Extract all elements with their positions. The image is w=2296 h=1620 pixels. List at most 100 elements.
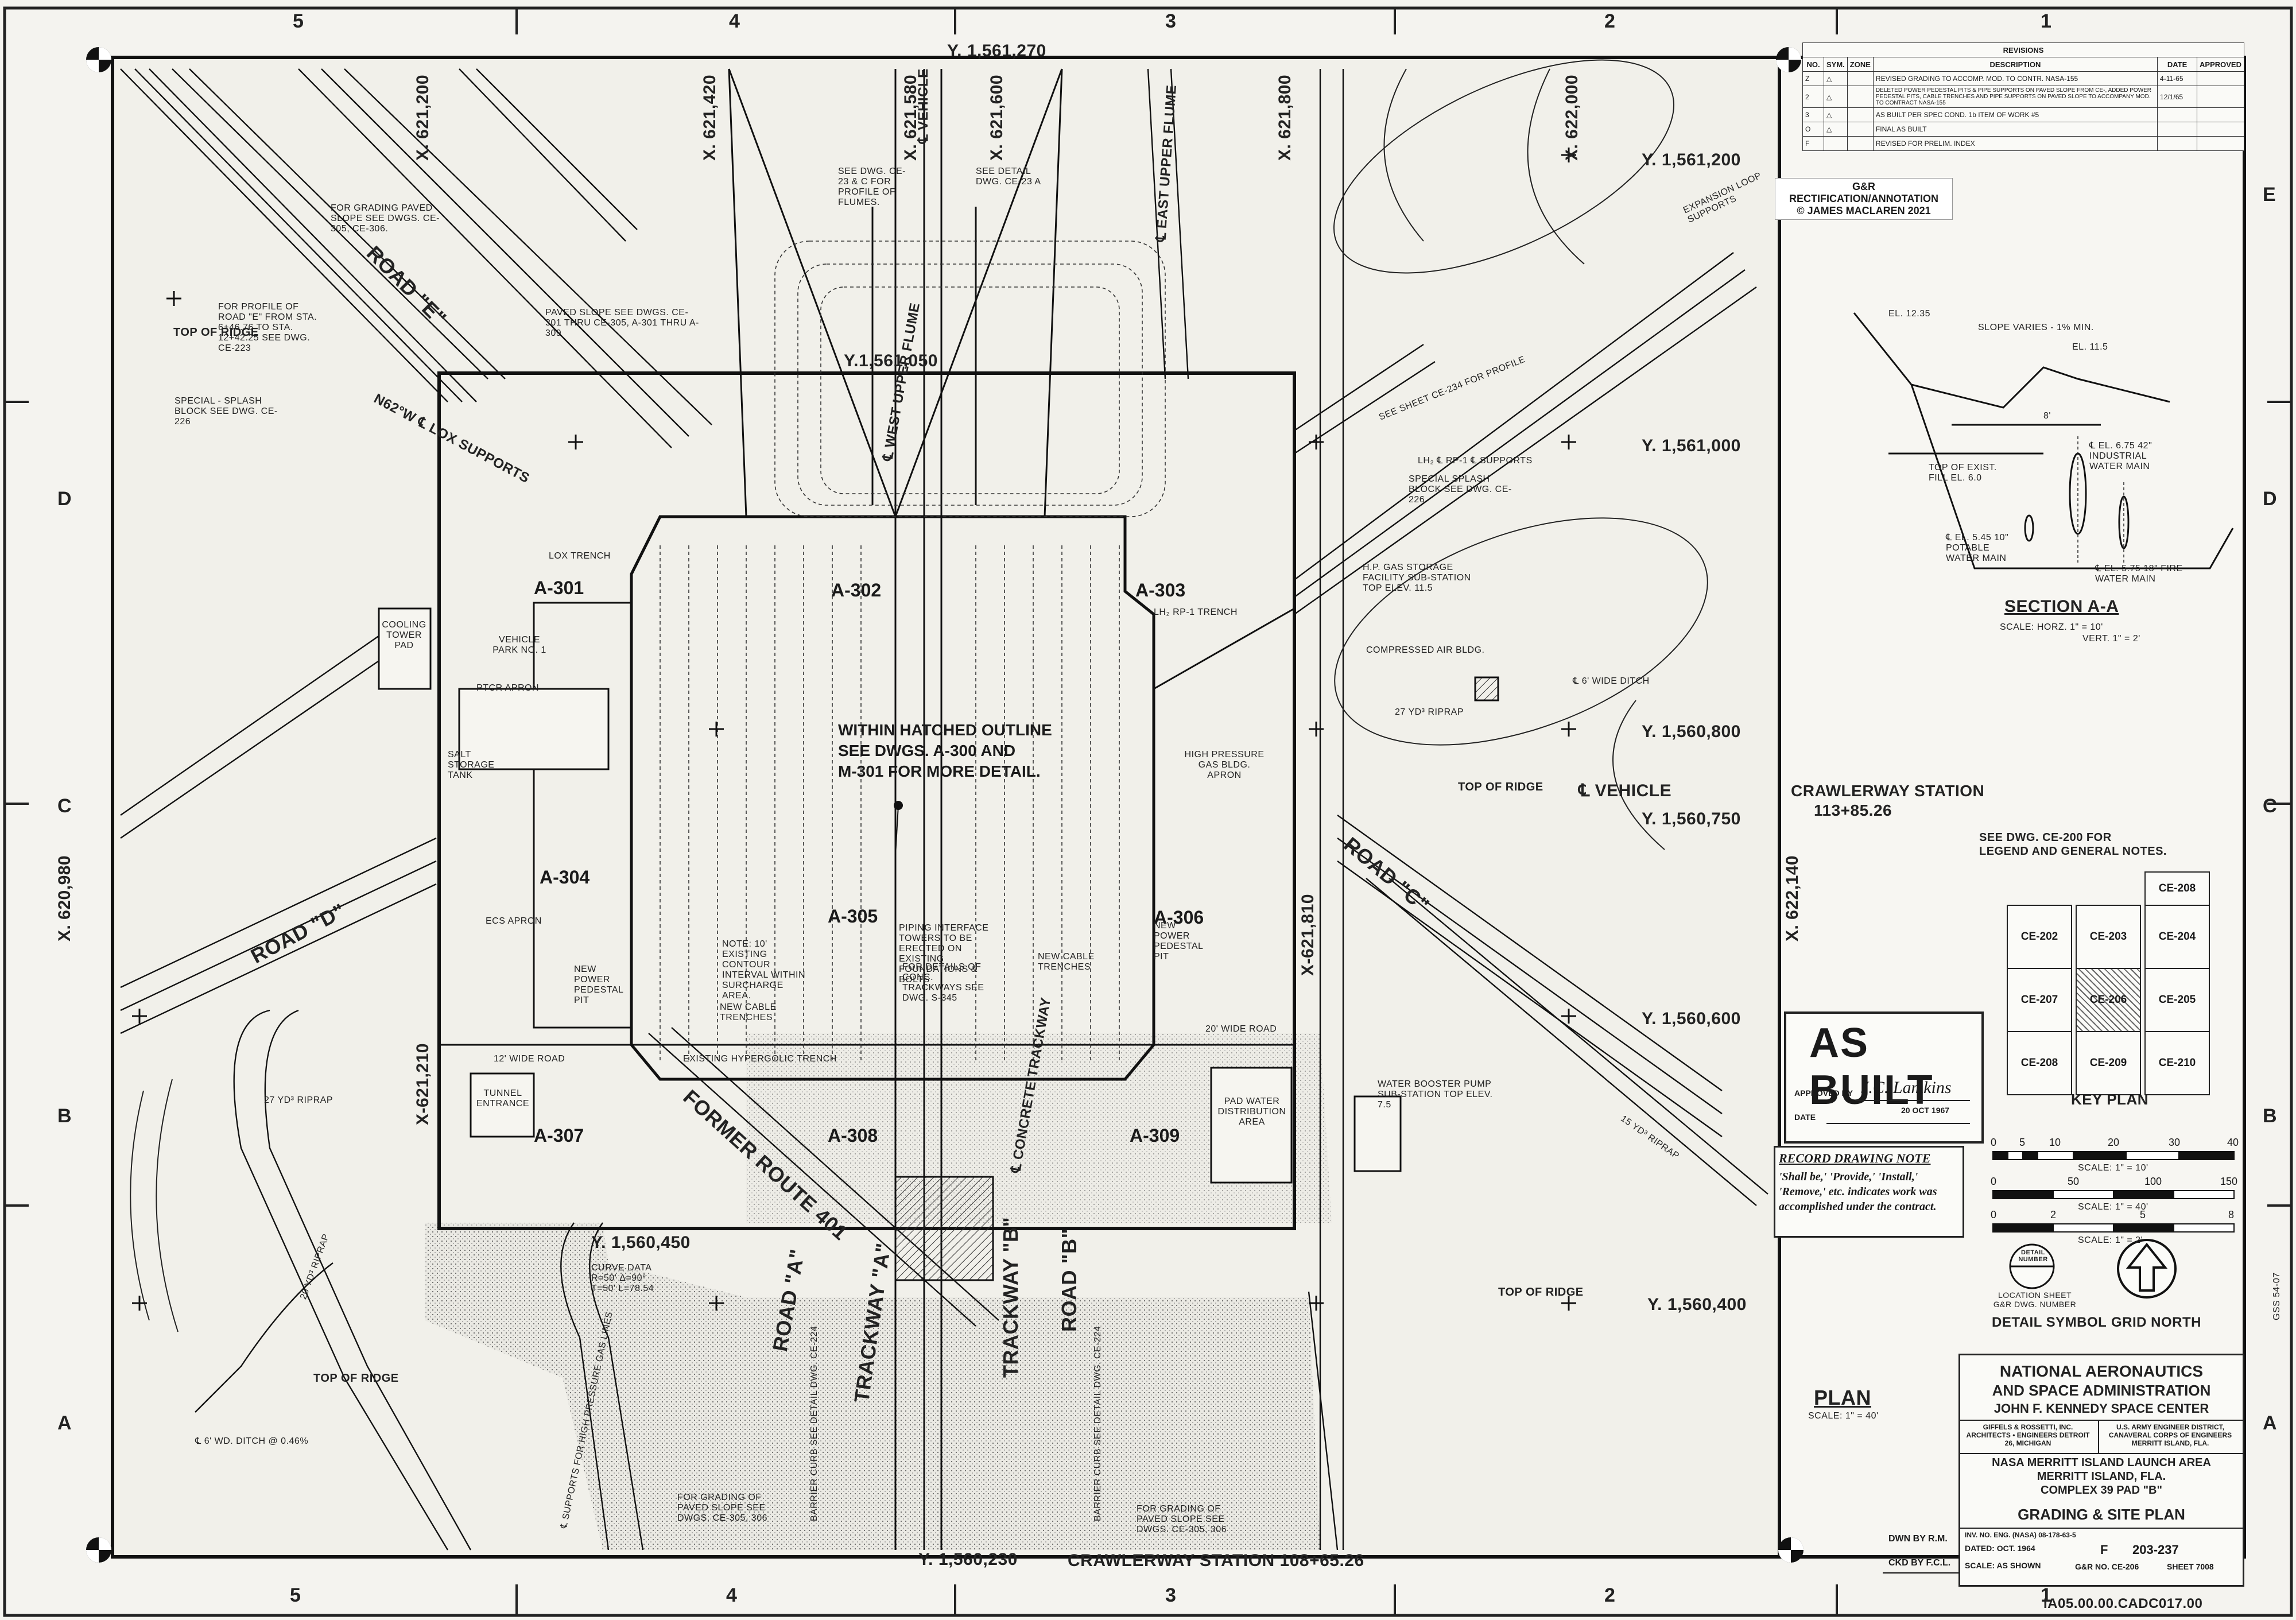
key-plan-cell: CE-210 [2144,1031,2210,1095]
scale-tick: 40 [2227,1137,2239,1148]
title-line-2: AND SPACE ADMINISTRATION [1992,1382,2211,1399]
record-drawing-note: RECORD DRAWING NOTE 'Shall be,' 'Provide… [1774,1146,1964,1238]
title-sheet-value: 7008 [2196,1562,2214,1571]
see-dwg-ce200: SEE DWG. CE-200 FOR [1979,831,2112,844]
special-splash-label: SPECIAL SPLASH BLOCK SEE DWG. CE-226 [1409,474,1512,505]
title-scale: SCALE: AS SHOWN [1965,1561,2041,1570]
title-gr-dwg: G&R NO. CE-206 [2075,1562,2139,1571]
hp-gas-storage-label: H.P. GAS STORAGE FACILITY SUB-STATION TO… [1363,563,1471,593]
grid-row-c-left: C [57,795,72,817]
lh2-supports-label: LH₂ ℄ RP-1 ℄ SUPPORTS [1418,456,1533,466]
scale-3-label: SCALE: 1" = 2' [2078,1235,2143,1245]
title-size: F [2100,1543,2108,1557]
title-inv-no: INV. NO. ENG. (NASA) 08-178-63-5 [1965,1531,2076,1539]
scale-1-label: SCALE: 1" = 10' [2078,1163,2148,1173]
riprap-27-left-label: 27 YD³ RIPRAP [264,1095,333,1105]
title-dated-value: OCT. 1964 [1996,1544,2035,1553]
rev-row: O △ FINAL AS BUILT [1802,122,2244,137]
rev-no: Z [1802,71,1824,86]
scale-tick: 0 [1991,1137,1997,1148]
rev-desc: REVISED FOR PRELIM. INDEX [1872,136,2158,151]
coord-y-1560800: Y. 1,560,800 [1642,722,1741,741]
watermark-line-1: G&R RECTIFICATION/ANNOTATION [1789,181,1938,204]
rev-col-zone: ZONE [1847,57,1874,72]
section-slope-varies: SLOPE VARIES - 1% MIN. [1978,323,2094,332]
area-a-304: A-304 [540,867,590,887]
wide-road-20-label: 20' WIDE ROAD [1205,1024,1277,1034]
area-a-305: A-305 [828,906,878,927]
ecs-apron-label: ECS APRON [486,916,542,926]
section-title: SECTION A-A [2004,597,2119,616]
scale-tick: 30 [2169,1137,2181,1148]
as-built-title: AS BUILT [1809,1020,1934,1113]
center-note: WITHIN HATCHED OUTLINE SEE DWGS. A-300 A… [838,720,1052,782]
as-built-stamp: AS BUILT APPROVED BY J.C. Lamkins DATE 2… [1784,1011,1984,1144]
center-note-line-3: M-301 FOR MORE DETAIL. [838,762,1041,780]
scale-tick: 0 [1991,1209,1997,1220]
for-grading-bottom-right-label: FOR GRADING OF PAVED SLOPE SEE DWGS. CE-… [1137,1504,1227,1534]
center-note-line-2: SEE DWGS. A-300 AND [838,742,1016,759]
grid-row-a-left: A [57,1412,72,1434]
coord-x-621600: X. 621,600 [987,74,1006,161]
drawing-title: GRADING & SITE PLAN [2018,1506,2185,1523]
record-note-body: 'Shall be,' 'Provide,' 'Install,' 'Remov… [1779,1171,1937,1213]
coord-y-top: Y. 1,561,270 [947,41,1046,60]
vehicle-park-label: VEHICLE PARK NO. 1 [492,635,546,655]
area-a-307: A-307 [534,1125,584,1146]
new-cable-right-label: NEW CABLE TRENCHES [1038,952,1095,972]
title-firm-left: GIFFELS & ROSSETTI, INC. ARCHITECTS • EN… [1966,1423,2090,1447]
area-a-303: A-303 [1135,580,1186,600]
scale-tick: 8 [2228,1209,2235,1220]
grid-col-5-bottom: 5 [290,1584,301,1606]
rev-row: 2 △ DELETED POWER PEDESTAL PITS & PIPE S… [1802,86,2244,108]
see-dwg-ce23-label: SEE DWG. CE-23 & C FOR PROFILE OF FLUMES… [838,166,906,207]
as-built-date-label: DATE [1794,1113,1816,1122]
for-profile-e-label: FOR PROFILE OF ROAD "E" FROM STA. 6+46.7… [218,302,317,353]
scale-tick: 0 [1991,1176,1997,1187]
revisions-title: REVISIONS [1802,42,2244,57]
grid-col-2-bottom: 2 [1604,1584,1615,1606]
drawing-number: IA05.00.00.CADC017.00 [2043,1596,2203,1611]
grid-row-e-right: E [2263,184,2276,206]
curve-data-label: CURVE DATA R=50' Δ=90° T=50' L=78.54 [591,1263,654,1293]
rev-row: F REVISED FOR PRELIM. INDEX [1802,136,2244,151]
crawlerway-station-right-value: 113+85.26 [1814,801,1892,819]
grid-row-b-right: B [2263,1105,2277,1127]
lox-trench-label: LOX TRENCH [549,551,611,561]
tunnel-entrance-label: TUNNEL ENTRANCE [476,1088,529,1109]
coord-y-1561200: Y. 1,561,200 [1642,150,1741,169]
barrier-curb-right-label: BARRIER CURB SEE DETAIL DWG. CE-224 [1093,1326,1103,1521]
area-a-306: A-306 [1154,907,1204,928]
new-cable-left-label: NEW CABLE TRENCHES [720,1002,777,1022]
as-built-signature: J.C. Lamkins [1861,1078,1952,1097]
title-block: NATIONAL AERONAUTICS AND SPACE ADMINISTR… [1958,1354,2244,1587]
rev-no: F [1802,136,1824,151]
vehicle-right-label: ℄ VEHICLE [1578,781,1672,800]
high-pressure-gas-label: HIGH PRESSURE GAS BLDG. APRON [1184,750,1265,780]
key-plan: CE-208 CE-202 CE-203 CE-204 CE-207 CE-20… [2007,871,2210,1095]
area-a-308: A-308 [828,1125,878,1146]
section-scale-v: VERT. 1" = 2' [2082,634,2140,644]
coord-y-bottom: Y. 1,560,230 [918,1550,1018,1569]
grid-row-c-right: C [2263,795,2277,817]
new-power-left-label: NEW POWER PEDESTAL PIT [574,964,623,1005]
ditch-6-bottom-label: ℄ 6' WD. DITCH @ 0.46% [195,1436,309,1446]
lh2-trench-label: LH₂ RP-1 TRENCH [1154,607,1238,617]
cooling-tower-label: COOLING TOWER PAD [382,620,426,650]
coord-x-620980: X. 620,980 [55,855,74,941]
scale-tick: 150 [2220,1176,2238,1187]
section-top-exist-fill: TOP OF EXIST. FILL EL. 6.0 [1929,463,1997,483]
scale-tick: 2 [2050,1209,2057,1220]
coord-x-622140: X. 622,140 [1783,855,1802,941]
side-code: GSS 54-07 [2272,1272,2282,1320]
title-scale-value: AS SHOWN [1996,1561,2041,1570]
title-drawn: DWN BY R.M. [1888,1534,1948,1544]
rev-no: 3 [1802,107,1824,122]
key-plan-cell: CE-208 [2007,1031,2072,1095]
rev-no: 2 [1802,86,1824,108]
crawlerway-station-right: CRAWLERWAY STATION [1791,782,1985,800]
ditch-6-label: ℄ 6' WIDE DITCH [1573,676,1650,686]
top-of-ridge-bottom-right: TOP OF RIDGE [1498,1286,1584,1299]
compressed-air-label: COMPRESSED AIR BLDG. [1366,645,1485,655]
